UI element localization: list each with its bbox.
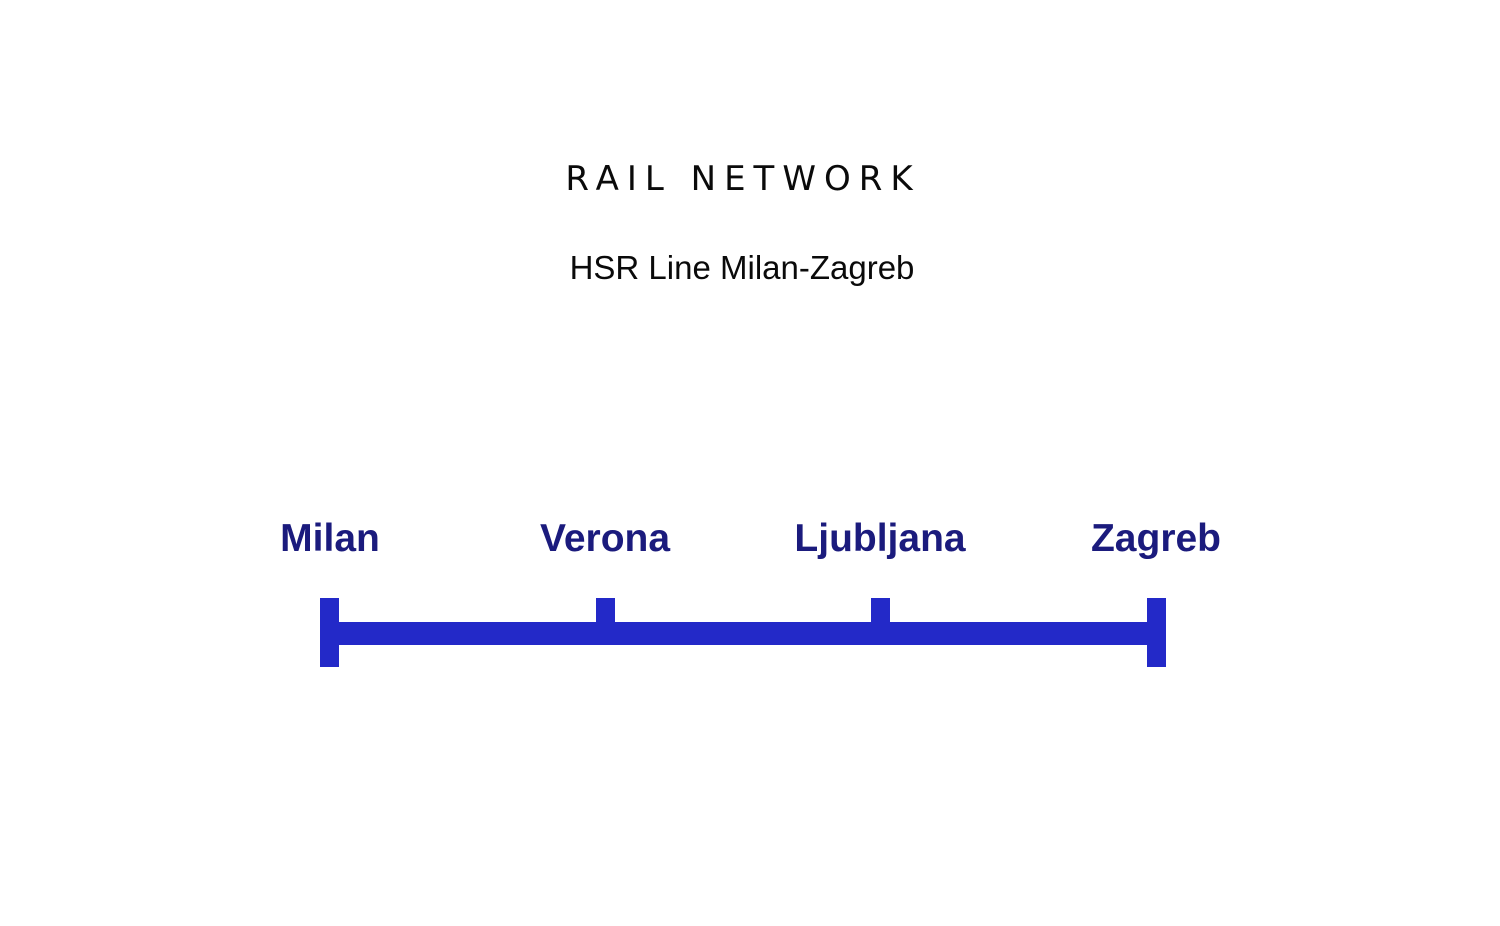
rail-line-bar — [320, 622, 1166, 645]
station-tick-milan — [320, 598, 339, 667]
station-tick-verona — [596, 598, 615, 645]
station-tick-zagreb — [1147, 598, 1166, 667]
station-tick-ljubljana — [871, 598, 890, 645]
diagram-title: RAIL NETWORK — [565, 159, 921, 199]
rail-line-diagram: Milan Verona Ljubljana Zagreb — [280, 517, 1221, 667]
station-label-milan: Milan — [280, 517, 380, 560]
station-label-verona: Verona — [539, 517, 671, 560]
station-label-ljubljana: Ljubljana — [794, 517, 966, 560]
station-label-zagreb: Zagreb — [1090, 517, 1222, 560]
diagram-subtitle: HSR Line Milan-Zagreb — [569, 249, 915, 286]
